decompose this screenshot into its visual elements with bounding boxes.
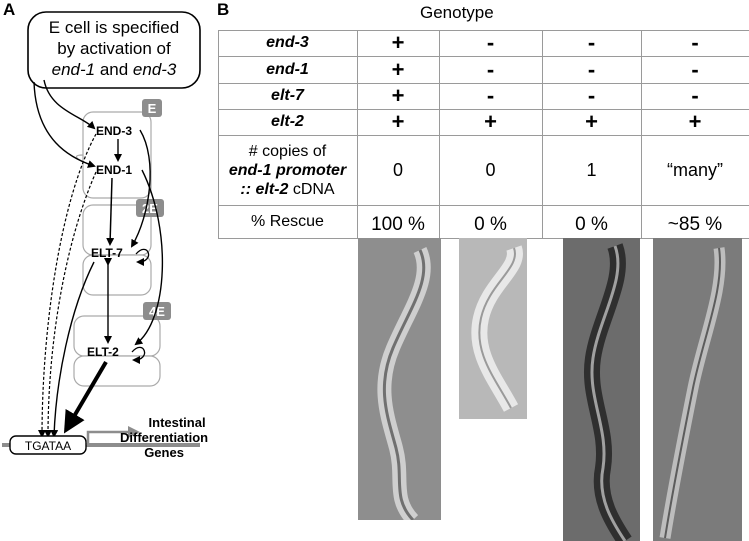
genotype-cell: +: [585, 109, 598, 134]
row-label-0: end-3: [266, 34, 309, 51]
worm-image-1: [358, 238, 441, 520]
genotype-cell: -: [486, 30, 495, 55]
genotype-cell: +: [391, 83, 405, 108]
genotype-cell: -: [691, 30, 699, 55]
callout-line-1: E cell is specified: [48, 18, 180, 37]
genotype-cell: -: [486, 56, 495, 82]
genotype-header: Genotype: [420, 3, 494, 22]
target-line-3: Genes: [144, 445, 184, 460]
copies-label-cdna: cDNA: [288, 180, 335, 198]
genotype-cell: -: [587, 83, 596, 108]
tss-arrowhead: [128, 426, 140, 438]
node-elt2: ELT-2: [87, 345, 119, 359]
copies-value: “many”: [666, 159, 723, 180]
genotype-cell: -: [486, 83, 495, 108]
rescue-value: 0 %: [474, 214, 507, 235]
genotype-cell: -: [587, 30, 596, 55]
genotype-cell: +: [484, 109, 497, 134]
badge-4e-label: 4E: [149, 304, 165, 319]
callout-line-3: end-1 and end-3: [28, 59, 200, 80]
arrow-elt7-promoter: [50, 261, 95, 438]
node-elt7: ELT-7: [91, 246, 123, 260]
tss-arrow: [86, 430, 130, 445]
rescue-value: ~85 %: [667, 214, 723, 235]
genotype-cell: +: [688, 109, 702, 134]
genotype-cell: -: [587, 56, 596, 82]
callout-arrow-end3: [43, 79, 96, 130]
rescue-row-label: % Rescue: [251, 212, 324, 230]
promoter-label: TGATAA: [25, 439, 71, 453]
autoreg-elt2: [131, 346, 146, 364]
target-genes-label: Intestinal Differentiation Genes: [120, 415, 208, 460]
genotype-cell: +: [391, 56, 405, 82]
copies-label-construct: :: elt-2: [240, 180, 289, 198]
genotype-table-grid: [218, 30, 749, 239]
genotype-cell: -: [691, 56, 699, 82]
genotype-cell: +: [391, 30, 405, 55]
arrow-elt2-promoter: [63, 360, 108, 434]
badge-4e: [143, 302, 171, 320]
worm-image-4: [653, 238, 742, 541]
copies-label-line-1: # copies of: [248, 142, 327, 160]
dashed-arrow-end3: [38, 133, 97, 438]
callout-gene-2: end-3: [132, 60, 177, 79]
copies-label-line-3: :: elt-2 cDNA: [240, 180, 334, 199]
arrow-end1-elt2: [134, 169, 164, 346]
worm-image-2: [459, 238, 527, 419]
panel-a-diagram: E 2E 4E END-3 END-1 ELT-7 ELT-2 TGATAA: [2, 11, 201, 455]
target-line-1: Intestinal: [148, 415, 206, 430]
rescue-value: 100 %: [371, 214, 425, 235]
callout-arrow-end1: [33, 81, 96, 168]
callout-line-2: by activation of: [57, 39, 171, 58]
genotype-cell: +: [391, 109, 405, 134]
node-end3: END-3: [96, 124, 132, 138]
callout-gene-1: end-1: [51, 60, 96, 79]
badge-e: [142, 99, 162, 117]
row-label-3: elt-2: [271, 113, 304, 130]
copies-value: 0: [392, 159, 403, 180]
copies-value: 1: [586, 159, 597, 180]
dashed-arrow-end1: [44, 171, 97, 438]
callout-and: and: [95, 60, 133, 79]
autoreg-elt7: [135, 248, 150, 266]
node-end1: END-1: [96, 163, 132, 177]
worm-image-3: [563, 238, 640, 541]
row-label-2: elt-7: [271, 87, 304, 104]
callout-bubble: [27, 11, 201, 89]
arrow-end1-elt7: [106, 177, 115, 246]
copies-value: 0: [485, 159, 496, 180]
callout-text: E cell is specified by activation of end…: [28, 17, 200, 80]
target-line-2: Differentiation: [120, 430, 209, 445]
panel-a-letter: A: [3, 0, 16, 19]
panel-b-letter: B: [217, 0, 230, 19]
promoter-box: [9, 435, 87, 455]
rescue-value: 0 %: [575, 214, 608, 235]
badge-e-label: E: [148, 101, 157, 116]
row-label-1: end-1: [266, 60, 309, 78]
copies-label-line-2: end-1 promoter: [228, 161, 347, 179]
genotype-cell: -: [691, 83, 699, 108]
